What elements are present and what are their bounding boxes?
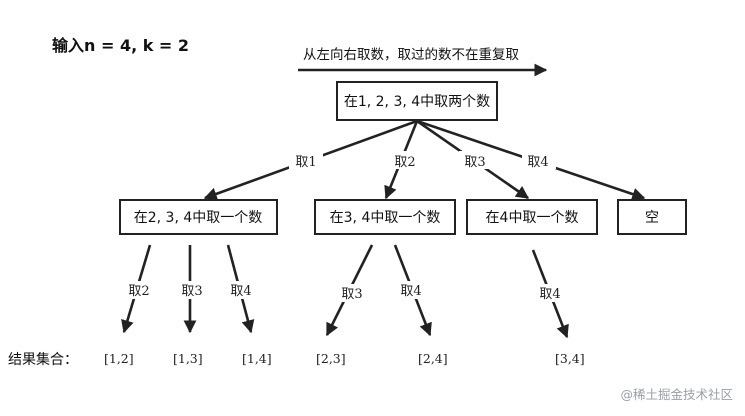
watermark-text: @稀土掘金技术社区 — [620, 387, 733, 402]
leaf-edge-label-3: 取4 — [230, 284, 251, 299]
result-1: [1,2] — [104, 351, 134, 366]
node-level1-4: 空 — [617, 199, 687, 235]
node-level1-3: 在4中取一个数 — [466, 199, 598, 235]
leaf-edge-label-4: 取3 — [341, 287, 362, 302]
results-label: 结果集合： — [8, 351, 78, 368]
result-4: [2,3] — [316, 351, 346, 366]
node-level1-1-label: 在2, 3, 4中取一个数 — [134, 210, 263, 226]
node-level1-4-label: 空 — [645, 210, 659, 226]
edge-label-take-1: 取1 — [295, 155, 316, 170]
node-level1-2: 在3, 4中取一个数 — [314, 199, 456, 235]
edge-label-take-3: 取3 — [464, 155, 485, 170]
title-text: 输入n = 4, k = 2 — [52, 36, 189, 55]
leaf-edge-label-5: 取4 — [400, 284, 421, 299]
node-level1-2-label: 在3, 4中取一个数 — [330, 210, 441, 226]
leaf-edge-label-6: 取4 — [539, 287, 560, 302]
result-3: [1,4] — [242, 351, 272, 366]
result-2: [1,3] — [173, 351, 203, 366]
root-node: 在1, 2, 3, 4中取两个数 — [336, 81, 498, 121]
edge-label-take-4: 取4 — [527, 155, 548, 170]
result-6: [3,4] — [555, 351, 585, 366]
leaf-edge-label-1: 取2 — [128, 284, 149, 299]
edge-label-take-2: 取2 — [394, 155, 415, 170]
root-node-label: 在1, 2, 3, 4中取两个数 — [344, 94, 490, 110]
result-5: [2,4] — [418, 351, 448, 366]
direction-text: 从左向右取数，取过的数不在重复取 — [303, 46, 519, 63]
leaf-edge-label-2: 取3 — [181, 284, 202, 299]
node-level1-3-label: 在4中取一个数 — [486, 210, 579, 226]
node-level1-1: 在2, 3, 4中取一个数 — [119, 199, 278, 235]
